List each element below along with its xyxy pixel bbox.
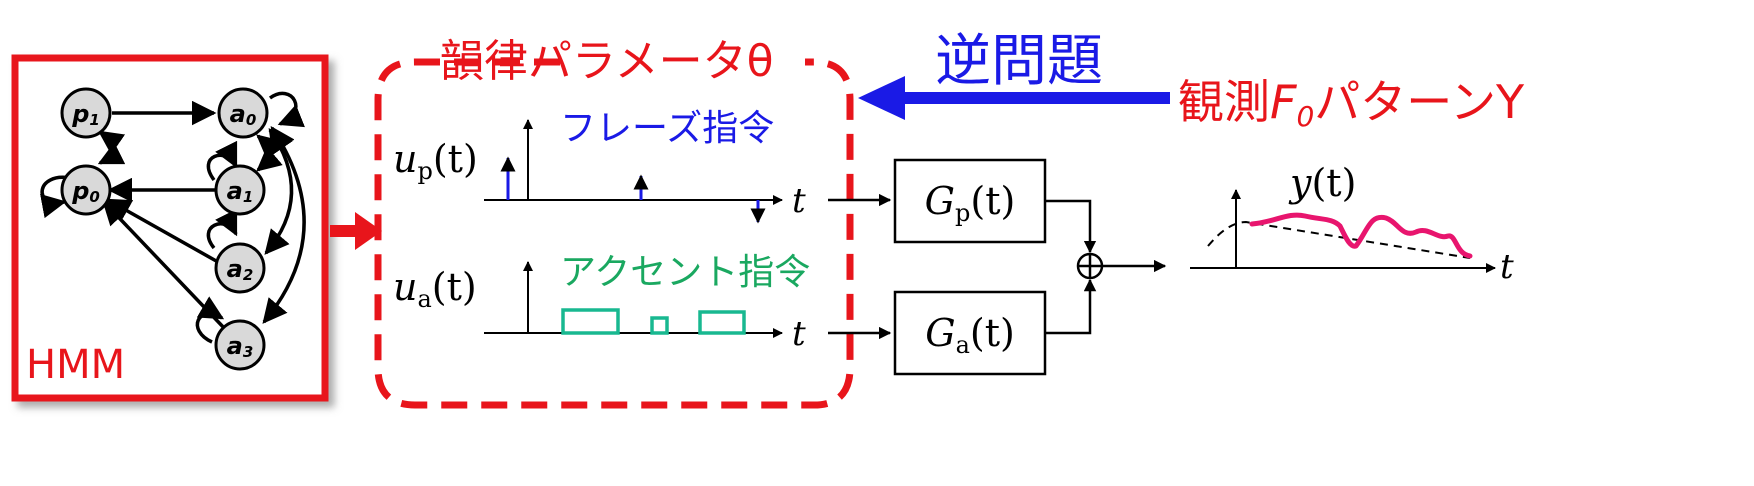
output-baseline-curve xyxy=(1207,220,1471,259)
svg-text:a1: a1 xyxy=(227,177,254,206)
edge-a0-a3 xyxy=(262,125,306,324)
self-loop-a2 xyxy=(206,208,238,250)
hmm-node-p1: p1 xyxy=(60,87,112,139)
accent-pulse-1 xyxy=(561,308,620,335)
output-plot: y(t) t xyxy=(1190,161,1514,287)
hmm-label: HMM xyxy=(26,342,125,388)
accent-u-label: ua(t) xyxy=(393,265,477,313)
svg-text:Gp(t): Gp(t) xyxy=(925,179,1016,227)
output-y-label: y(t) xyxy=(1288,161,1356,205)
accent-label: アクセント指令 xyxy=(560,252,810,293)
hmm-node-a1: a1 xyxy=(214,164,266,216)
params-box: 韻律パラメータθ xyxy=(374,36,854,409)
phrase-u-label: up(t) xyxy=(393,137,478,185)
phrase-command-plot: up(t) フレーズ指令 t xyxy=(393,108,806,224)
accent-pulse-3 xyxy=(698,310,746,335)
accent-t-label: t xyxy=(792,314,806,354)
accent-pulse-2 xyxy=(650,316,669,335)
self-loop-p0 xyxy=(40,175,71,219)
params-title: 韻律パラメータθ xyxy=(440,36,774,87)
output-t-label: t xyxy=(1500,247,1514,287)
hmm-to-params-arrow xyxy=(330,212,382,250)
phrase-t-label: t xyxy=(792,181,806,221)
svg-text:Ga(t): Ga(t) xyxy=(925,311,1015,359)
accent-command-plot: ua(t) アクセント指令 t xyxy=(393,252,810,354)
inverse-problem: 逆問題 xyxy=(858,29,1170,120)
gp-block: Gp(t) xyxy=(893,158,1047,244)
phrase-label: フレーズ指令 xyxy=(560,108,774,149)
self-loop-a0 xyxy=(268,91,306,128)
hmm-node-a3: a3 xyxy=(214,319,266,371)
svg-text:a2: a2 xyxy=(227,255,254,284)
hmm-edges xyxy=(40,91,306,344)
inverse-problem-label: 逆問題 xyxy=(935,29,1103,94)
edge-p0-p1 xyxy=(97,130,126,165)
svg-text:a3: a3 xyxy=(227,332,254,361)
self-loop-a1 xyxy=(206,140,238,182)
ga-block: Ga(t) xyxy=(893,290,1047,376)
summation-node xyxy=(1045,199,1167,335)
observed-label: 観測F0パターンY xyxy=(1178,75,1525,133)
hmm-node-p0: p0 xyxy=(60,164,112,216)
hmm-node-a0: a0 xyxy=(217,87,269,139)
hmm-node-a2: a2 xyxy=(214,242,266,294)
svg-text:a0: a0 xyxy=(230,100,257,129)
svg-text:p0: p0 xyxy=(71,177,100,206)
self-loop-a3 xyxy=(195,296,225,344)
output-f0-contour xyxy=(1249,212,1473,259)
svg-text:p1: p1 xyxy=(71,100,100,129)
